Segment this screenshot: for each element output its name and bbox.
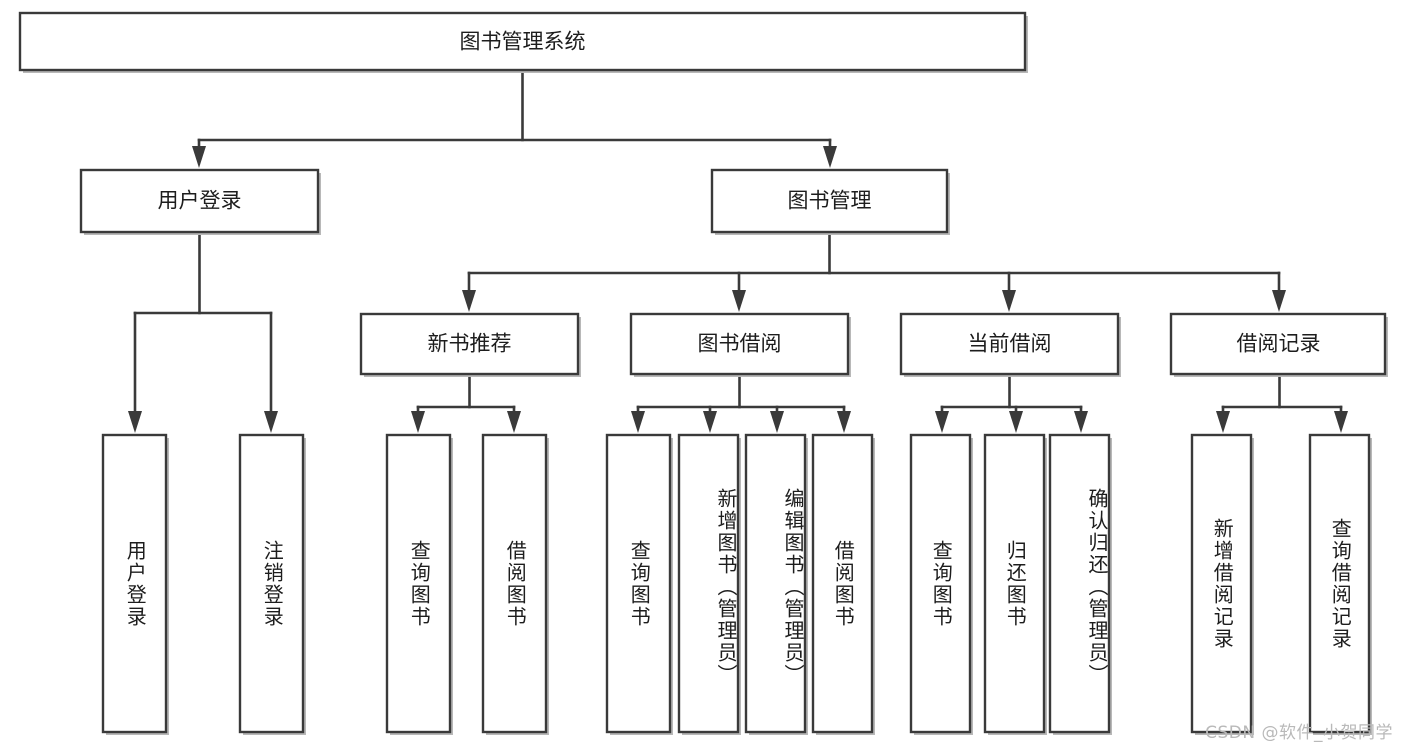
arrowhead-leaf-query-book-1 bbox=[411, 411, 425, 433]
arrowhead-user-login bbox=[192, 146, 206, 168]
node-leaf-query-book-2[interactable] bbox=[605, 433, 673, 735]
node-current-borrow[interactable]: 当前借阅 bbox=[899, 312, 1121, 377]
arrowhead-new-book-recommend bbox=[462, 290, 476, 312]
node-user-login-label: 用户登录 bbox=[158, 189, 242, 213]
node-leaf-borrow-book-2[interactable] bbox=[811, 433, 875, 735]
arrowhead-leaf-query-book-2 bbox=[631, 411, 645, 433]
node-leaf-add-book[interactable] bbox=[677, 433, 741, 735]
csdn-watermark: CSDN @软件_小贺同学 bbox=[1205, 723, 1393, 743]
node-root[interactable]: 图书管理系统 bbox=[18, 11, 1028, 73]
node-leaf-user-login[interactable] bbox=[101, 433, 169, 735]
node-new-book-recommend-label: 新书推荐 bbox=[428, 332, 512, 356]
node-layer: 图书管理系统 用户登录 图书管理 新书推荐 bbox=[18, 11, 1388, 735]
arrowhead-leaf-confirm-return bbox=[1074, 411, 1088, 433]
arrowhead-leaf-logout bbox=[264, 411, 278, 433]
node-borrow-records-label: 借阅记录 bbox=[1237, 332, 1321, 356]
node-book-management-label: 图书管理 bbox=[788, 189, 872, 213]
node-book-borrow-label: 图书借阅 bbox=[698, 332, 782, 356]
node-borrow-records[interactable]: 借阅记录 bbox=[1169, 312, 1388, 377]
node-leaf-edit-book[interactable] bbox=[744, 433, 808, 735]
arrowhead-leaf-add-record bbox=[1216, 411, 1230, 433]
node-user-login[interactable]: 用户登录 bbox=[79, 168, 321, 235]
node-current-borrow-label: 当前借阅 bbox=[968, 332, 1052, 356]
arrowhead-leaf-add-book bbox=[703, 411, 717, 433]
node-leaf-return-book[interactable] bbox=[983, 433, 1047, 735]
arrowhead-leaf-return-book bbox=[1009, 411, 1023, 433]
node-leaf-query-book-3[interactable] bbox=[909, 433, 973, 735]
arrowhead-leaf-borrow-book-2 bbox=[837, 411, 851, 433]
arrowhead-book-management bbox=[823, 146, 837, 168]
node-leaf-logout[interactable] bbox=[238, 433, 306, 735]
node-root-label: 图书管理系统 bbox=[460, 30, 586, 54]
arrowhead-book-borrow bbox=[732, 290, 746, 312]
arrowhead-leaf-borrow-book-1 bbox=[507, 411, 521, 433]
arrowhead-leaf-query-record bbox=[1334, 411, 1348, 433]
node-book-borrow[interactable]: 图书借阅 bbox=[629, 312, 851, 377]
arrowhead-layer bbox=[128, 146, 1348, 433]
arrowhead-leaf-user-login bbox=[128, 411, 142, 433]
node-leaf-add-record[interactable] bbox=[1190, 433, 1254, 735]
node-leaf-borrow-book-1[interactable] bbox=[481, 433, 549, 735]
node-leaf-query-book-1[interactable] bbox=[385, 433, 453, 735]
arrowhead-borrow-records bbox=[1272, 290, 1286, 312]
arrowhead-leaf-query-book-3 bbox=[935, 411, 949, 433]
arrowhead-leaf-edit-book bbox=[770, 411, 784, 433]
node-leaf-confirm-return[interactable] bbox=[1048, 433, 1112, 735]
node-new-book-recommend[interactable]: 新书推荐 bbox=[359, 312, 581, 377]
node-book-management[interactable]: 图书管理 bbox=[710, 168, 950, 235]
node-leaf-query-record[interactable] bbox=[1308, 433, 1372, 735]
arrowhead-current-borrow bbox=[1002, 290, 1016, 312]
